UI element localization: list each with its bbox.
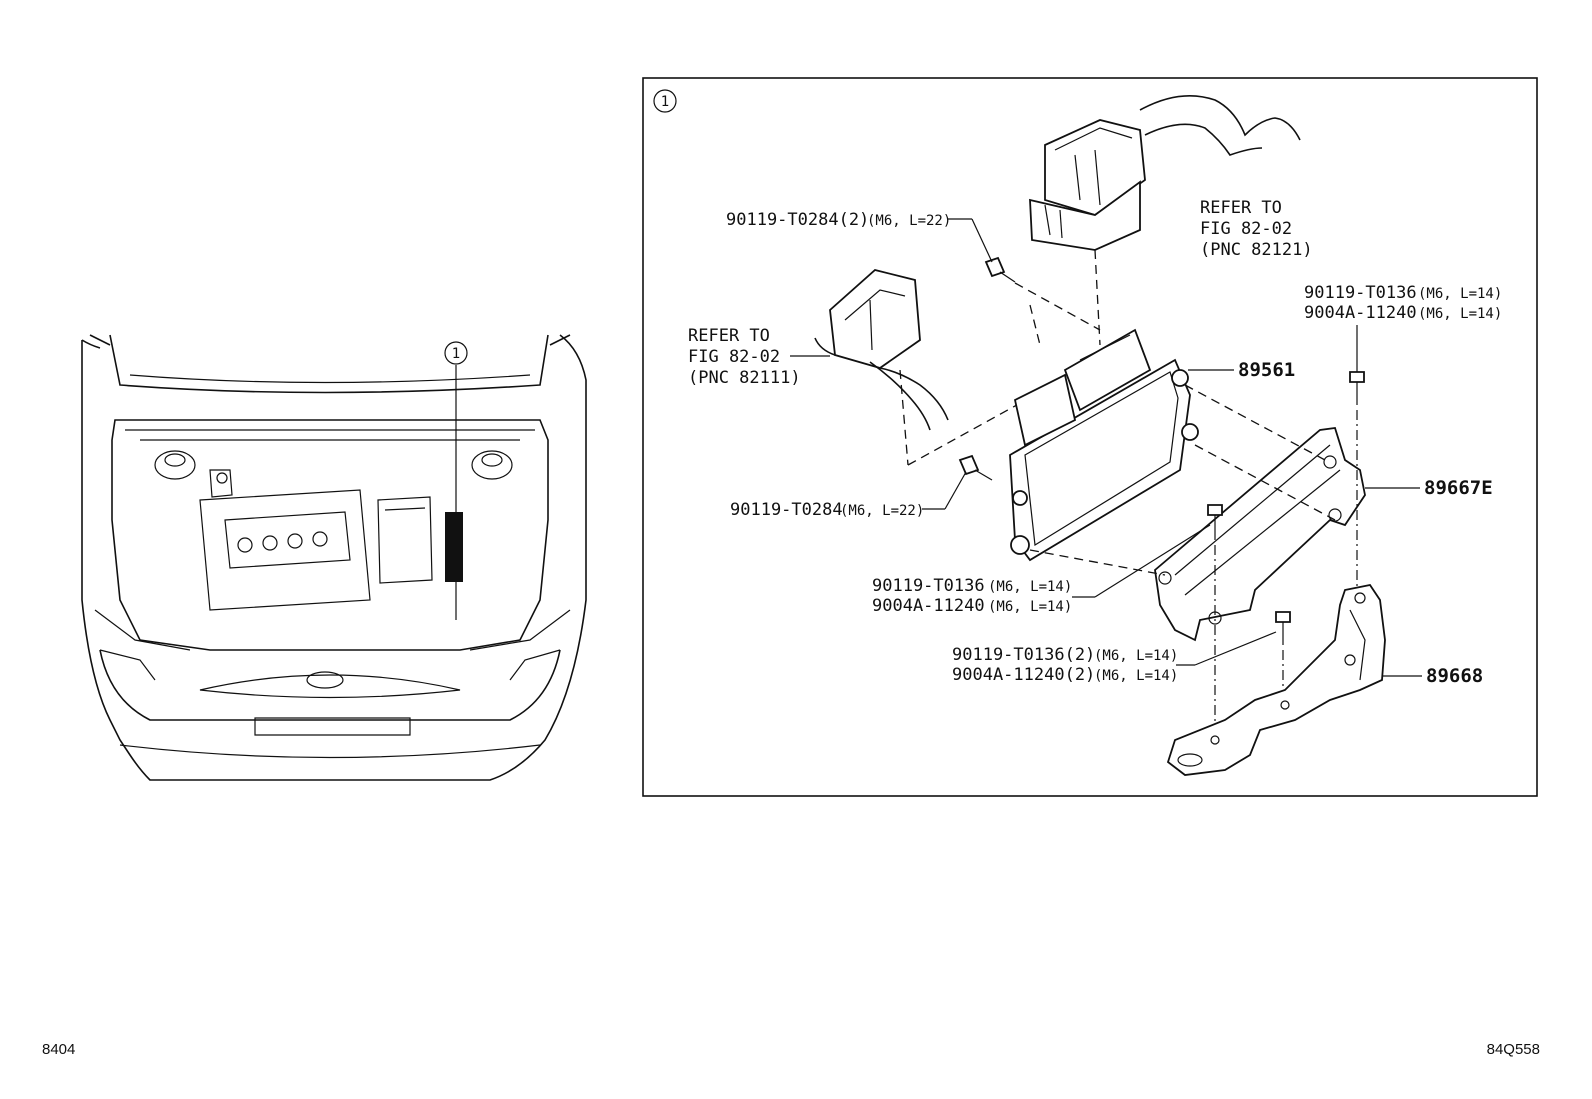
detail-callout-number: 1 [661, 94, 669, 110]
label-low-bolts: 90119-T0136(2) (M6, L=14) 9004A-11240(2)… [952, 631, 1277, 685]
svg-text:(M6, L=14): (M6, L=14) [1094, 668, 1178, 684]
svg-text:(M6, L=14): (M6, L=14) [1418, 286, 1502, 302]
svg-text:9004A-11240: 9004A-11240 [1304, 303, 1417, 323]
svg-text:90119-T0284: 90119-T0284 [730, 500, 843, 520]
svg-text:(M6, L=14): (M6, L=14) [1418, 306, 1502, 322]
svg-text:90119-T0136: 90119-T0136 [872, 576, 985, 596]
connector-left [814, 269, 949, 431]
bolt-lower [1275, 611, 1291, 645]
vehicle-overview: 1 [81, 334, 587, 781]
bolt-middle [1207, 504, 1223, 540]
label-refer-left: REFER TO FIG 82-02 (PNC 82111) [688, 326, 830, 388]
bracket-89667e [1154, 427, 1366, 642]
label-right-bolts: 90119-T0136 (M6, L=14) 9004A-11240 (M6, … [1304, 283, 1502, 372]
svg-text:(PNC 82121): (PNC 82121) [1200, 240, 1313, 260]
svg-text:FIG 82-02: FIG 82-02 [1200, 219, 1292, 239]
detail-frame [642, 77, 1538, 797]
svg-text:(M6, L=22): (M6, L=22) [840, 503, 924, 519]
svg-text:(M6, L=14): (M6, L=14) [988, 599, 1072, 615]
svg-text:(M6, L=22): (M6, L=22) [867, 213, 951, 229]
label-90119-t0284: 90119-T0284 (M6, L=22) [730, 471, 967, 520]
svg-text:(PNC 82111): (PNC 82111) [688, 368, 801, 388]
footer-right-code: 84Q558 [1487, 1041, 1540, 1058]
label-89668: 89668 [1382, 665, 1483, 687]
svg-text:(M6, L=14): (M6, L=14) [1094, 648, 1178, 664]
label-89561: 89561 [1188, 359, 1295, 381]
bolt-ecu-left [958, 454, 993, 481]
label-mid-bolts: 90119-T0136 (M6, L=14) 9004A-11240 (M6, … [872, 524, 1211, 616]
bracket-89668 [1166, 583, 1386, 776]
svg-text:89667E: 89667E [1424, 477, 1493, 499]
detail-callout-circle [653, 89, 677, 113]
svg-text:REFER TO: REFER TO [688, 326, 770, 346]
svg-text:REFER TO: REFER TO [1200, 198, 1282, 218]
svg-text:89668: 89668 [1426, 665, 1483, 687]
ecu-unit [1009, 328, 1199, 562]
label-90119-t0284-2: 90119-T0284(2) (M6, L=22) [726, 210, 993, 263]
label-89667e: 89667E [1365, 477, 1493, 499]
connector-top [1029, 94, 1301, 251]
svg-text:90119-T0136: 90119-T0136 [1304, 283, 1417, 303]
svg-text:89561: 89561 [1238, 359, 1295, 381]
svg-text:(M6, L=14): (M6, L=14) [988, 579, 1072, 595]
svg-text:FIG 82-02: FIG 82-02 [688, 347, 780, 367]
svg-text:9004A-11240: 9004A-11240 [872, 596, 985, 616]
label-refer-top: REFER TO FIG 82-02 (PNC 82121) [1200, 198, 1313, 260]
svg-text:9004A-11240(2): 9004A-11240(2) [952, 665, 1095, 685]
footer-left-code: 8404 [42, 1041, 75, 1058]
bolt-right [1349, 371, 1365, 405]
svg-text:90119-T0284(2): 90119-T0284(2) [726, 210, 869, 230]
svg-text:90119-T0136(2): 90119-T0136(2) [952, 645, 1095, 665]
location-marker [445, 512, 463, 582]
bolt-ecu-top [984, 256, 1016, 283]
vehicle-callout-number: 1 [452, 346, 460, 362]
